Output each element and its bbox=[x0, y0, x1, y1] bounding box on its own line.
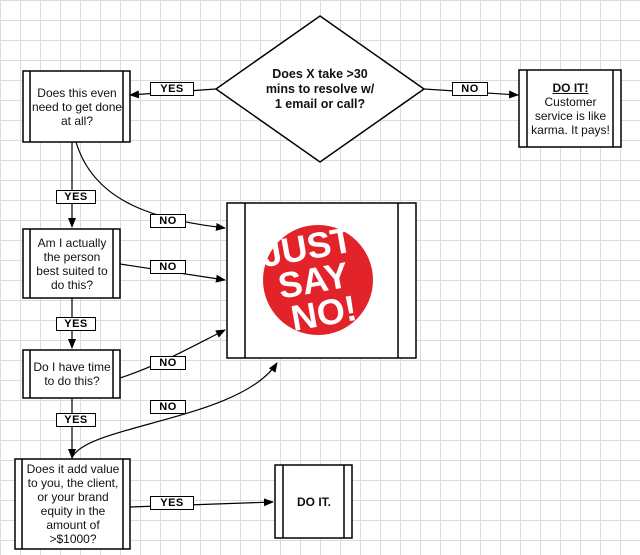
just-say-no-badge: JUST SAY NO! bbox=[258, 217, 377, 342]
process-box-do-it-bottom[interactable] bbox=[274, 464, 353, 539]
label-needed-no: NO bbox=[150, 214, 186, 228]
edge-value-no bbox=[71, 362, 278, 459]
label-have-time-yes: YES bbox=[56, 413, 96, 427]
needed-text: Does this even need to get done at all? bbox=[31, 85, 123, 128]
do-it-top-text: Customer service is like karma. It pays! bbox=[531, 94, 610, 137]
do-it-bottom-text: DO IT. bbox=[296, 494, 331, 509]
label-person-yes: YES bbox=[56, 317, 96, 331]
badge-text: JUST SAY NO! bbox=[258, 217, 377, 342]
label-time-yes: YES bbox=[150, 82, 194, 96]
do-it-top-title: DO IT! bbox=[552, 80, 589, 95]
label-value-no: NO bbox=[150, 400, 186, 414]
do-it-top-content: DO IT! Customer service is like karma. I… bbox=[528, 72, 613, 145]
edge-have-time-no bbox=[119, 329, 226, 379]
decision-diamond[interactable] bbox=[214, 15, 426, 163]
label-have-time-no: NO bbox=[150, 356, 186, 370]
decision-text: Does X take >30 mins to resolve w/ 1 ema… bbox=[265, 66, 375, 111]
value-text: Does it add value to you, the client, or… bbox=[26, 462, 120, 546]
label-person-no: NO bbox=[150, 260, 186, 274]
process-box-value[interactable] bbox=[14, 458, 131, 550]
label-needed-yes: YES bbox=[56, 190, 96, 204]
process-box-have-time[interactable] bbox=[22, 349, 121, 399]
edge-needed-no bbox=[75, 141, 226, 231]
label-value-yes: YES bbox=[150, 496, 194, 510]
badge-circle bbox=[263, 225, 373, 335]
process-box-person[interactable] bbox=[22, 228, 121, 299]
process-box-do-it-top[interactable] bbox=[518, 69, 622, 148]
have-time-text: Do I have time to do this? bbox=[33, 360, 111, 388]
process-box-needed[interactable] bbox=[22, 70, 131, 143]
label-time-no: NO bbox=[452, 82, 488, 96]
person-text: Am I actually the person best suited to … bbox=[36, 235, 108, 292]
